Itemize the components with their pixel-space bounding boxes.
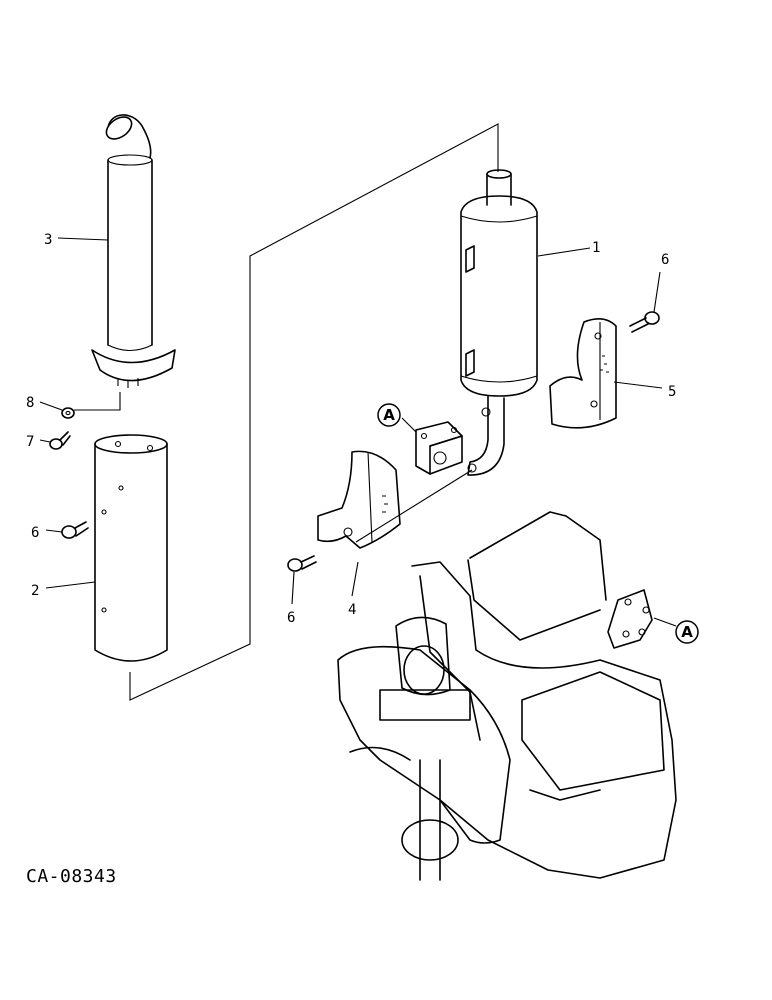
drawing-reference-code: CA-08343: [26, 866, 117, 887]
svg-text:A: A: [383, 406, 395, 424]
callout-7: 7: [26, 434, 34, 450]
callout-3: 3: [44, 232, 52, 248]
leader-8: [39, 401, 63, 411]
callout-6-top: 6: [661, 252, 669, 268]
bolt-part6-bottom: [287, 555, 317, 572]
leader-5: [613, 381, 663, 389]
callout-4: 4: [348, 602, 356, 618]
leader-2: [45, 581, 96, 589]
washer-part8: [61, 407, 75, 419]
inlet-flange: [415, 421, 463, 475]
callout-1: 1: [592, 240, 600, 256]
bracket-part4: [317, 450, 401, 549]
svg-text:A: A: [681, 623, 693, 641]
heat-shield-part2: [94, 434, 168, 662]
callout-5: 5: [668, 384, 676, 400]
callout-2: 2: [31, 583, 39, 599]
callout-8: 8: [26, 395, 34, 411]
assembly-line-4: [355, 469, 473, 543]
callout-6-bottom: 6: [287, 610, 295, 626]
leader-1: [537, 247, 591, 257]
exhaust-pipe-part3: [91, 114, 176, 388]
leader-3: [57, 237, 109, 241]
bracket-part5: [549, 318, 617, 429]
engine-block: [337, 511, 677, 881]
leader-8-to-pipe: [74, 392, 121, 411]
leader-6-bottom: [291, 571, 295, 605]
assembly-line-main: [129, 123, 499, 701]
leader-a-right: [653, 617, 677, 627]
leader-4: [351, 561, 359, 597]
connection-mark-a-right: A: [675, 620, 699, 644]
leader-7: [39, 439, 51, 443]
callout-6-left: 6: [31, 525, 39, 541]
screw-part7: [49, 431, 71, 450]
bolt-part6-left: [61, 521, 89, 539]
connection-mark-a-left: A: [377, 403, 401, 427]
bolt-part6-top: [629, 311, 660, 333]
muffler-part1: [460, 169, 538, 476]
leader-6-left: [45, 529, 63, 533]
leader-a-left: [401, 417, 417, 433]
leader-6-top: [653, 271, 661, 313]
